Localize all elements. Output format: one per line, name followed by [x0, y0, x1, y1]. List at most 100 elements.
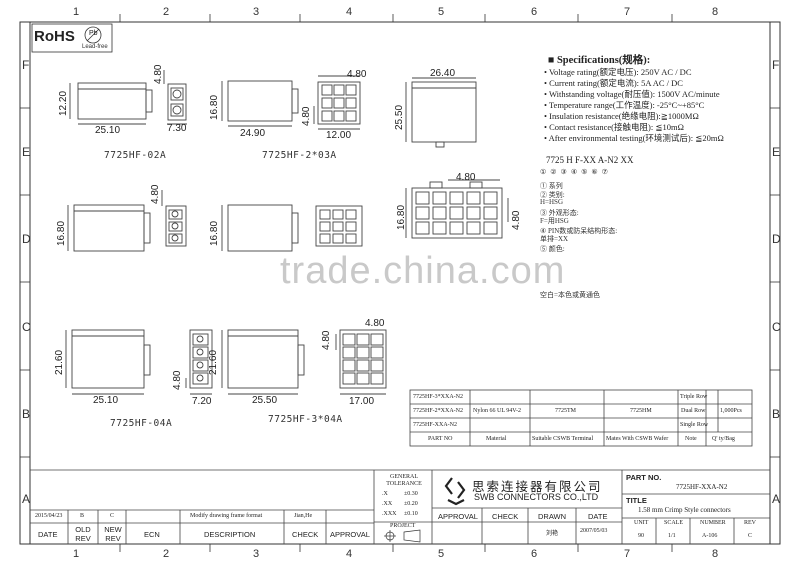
caption-7725hf-04a: 7725HF-04A — [110, 418, 173, 429]
bom-note-label: Note — [685, 436, 697, 442]
grid-col-6: 6 — [531, 6, 538, 18]
tolerance-xxx-value: ±0.10 — [404, 511, 418, 517]
grid-row-e-right: E — [772, 145, 781, 159]
bom-part-single: 7725HF-XXA-N2 — [413, 422, 457, 428]
grid-row-a: A — [22, 492, 31, 506]
bom-row-triple: Triple Row — [680, 394, 708, 400]
bom-wafer: 7725HM — [630, 408, 652, 414]
header-check: CHECK — [292, 530, 319, 539]
spec-title: ■ Specifications(规格): — [548, 55, 651, 66]
spec-contact: • Contact resistance(接触电阻): ≦10mΩ — [544, 122, 684, 132]
bom-material: Nylon 66 UL 94V-2 — [473, 408, 522, 414]
tolerance-title: GENERAL TOLERANCE — [386, 474, 422, 487]
dim-304a-side: 4.80 — [321, 330, 332, 350]
dim-304a-width: 25.50 — [252, 395, 278, 406]
grid-col-8-bottom: 8 — [712, 548, 719, 560]
label-approval: APPROVAL — [438, 512, 478, 521]
rev-old: B — [80, 513, 85, 519]
grid-row-d-right: D — [772, 232, 781, 246]
label-date: DATE — [588, 512, 608, 521]
header-description: DESCRIPTION — [204, 530, 256, 539]
dim-top-view-width: 26.40 — [430, 68, 456, 79]
dim-02a-height: 12.20 — [58, 90, 69, 116]
rohs-label: RoHS — [34, 28, 75, 45]
pn-note-6: ④ PIN数或防呆结构形态: — [540, 227, 618, 235]
dim-203a2-height: 16.80 — [209, 220, 220, 246]
bom-terminal-label: Suitable CSWB Terminal — [532, 436, 594, 442]
grid-col-2: 2 — [163, 6, 170, 18]
tolerance-xx: .XX — [382, 501, 393, 507]
pn-note-1: ① 系列 — [540, 182, 563, 190]
grid-row-a-right: A — [772, 492, 781, 506]
caption-7725hf-02a: 7725HF-02A — [104, 150, 167, 161]
drawn-by: 刘艳 — [546, 531, 559, 537]
dim-503-height: 16.80 — [396, 204, 407, 230]
dim-503-pitch: 4.80 — [456, 172, 476, 183]
bom-part-no-label: PART NO — [428, 436, 453, 442]
spec-current: • Current rating(额定电流): 5A AC / DC — [544, 78, 683, 88]
rev-description: Modify drawing frame format — [190, 513, 263, 519]
grid-row-c: C — [22, 320, 31, 334]
dim-304a-bottom: 17.00 — [349, 396, 375, 407]
tolerance-x: .X — [382, 491, 388, 497]
company-name-cn: 思索连接器有限公司 — [472, 479, 603, 494]
label-drawn: DRAWN — [538, 512, 567, 521]
label-rev: REV — [744, 520, 756, 526]
value-scale: 1/1 — [668, 533, 676, 539]
grid-row-f-right: F — [772, 58, 780, 72]
grid-col-3-bottom: 3 — [253, 548, 260, 560]
bom-terminal: 7725TM — [555, 408, 576, 414]
projection-label: PROJECT — [390, 523, 416, 529]
part-number-code: 7725 H F-XX A-N2 XX — [546, 155, 634, 165]
grid-row-f: F — [22, 58, 30, 72]
grid-col-2-bottom: 2 — [163, 548, 170, 560]
label-part-no: PART NO. — [626, 473, 662, 482]
grid-col-3: 3 — [253, 6, 260, 18]
bom-qty: 1,000Pcs — [720, 408, 742, 414]
part-number-digits: ①②③④⑤⑥⑦ — [540, 168, 612, 176]
dim-top-view-height: 25.50 — [394, 104, 405, 130]
dim-02a-pitch: 4.80 — [153, 64, 164, 84]
value-rev: C — [748, 533, 753, 539]
spec-temperature: • Temperature range(工作温度): -25°C~+85°C — [544, 100, 705, 110]
dim-304a-height: 21.60 — [208, 349, 219, 375]
tolerance-xx-value: ±0.20 — [404, 501, 418, 507]
grid-col-1: 1 — [73, 6, 80, 18]
bom-wafer-label: Mates With CSWB Wafer — [606, 436, 669, 442]
grid-row-b: B — [22, 407, 31, 421]
dim-203a-pitch: 4.80 — [347, 69, 367, 80]
dim-203a-width: 24.90 — [240, 128, 266, 139]
watermark: trade.china.com — [280, 250, 566, 292]
spec-after-env: • After environmental testing(环境测试后): ≦2… — [544, 133, 724, 143]
grid-row-c-right: C — [772, 320, 781, 334]
lead-free-label: Lead-free — [82, 44, 108, 50]
grid-col-5-bottom: 5 — [438, 548, 445, 560]
tolerance-x-value: ±0.30 — [404, 491, 418, 497]
bom-qty-label: Q' ty/Bag — [712, 436, 735, 442]
header-date: DATE — [38, 530, 58, 539]
pn-note-color: 空白=本色或黄通色 — [540, 291, 600, 299]
dim-503-side: 4.80 — [511, 210, 522, 230]
rev-check: Jian,He — [294, 513, 313, 519]
grid-col-4-bottom: 4 — [346, 548, 353, 560]
label-title: TITLE — [626, 496, 647, 505]
dim-02a-bottom: 7.30 — [167, 123, 187, 134]
bom-material-label: Material — [486, 436, 507, 442]
dim-02a-width: 25.10 — [95, 125, 121, 136]
grid-col-4: 4 — [346, 6, 353, 18]
drawn-date: 2007/05/03 — [580, 528, 608, 534]
grid-col-5: 5 — [438, 6, 445, 18]
caption-7725hf-2x03a: 7725HF-2*03A — [262, 150, 337, 161]
grid-col-7: 7 — [624, 6, 631, 18]
pn-note-2: ② 类别: — [540, 191, 565, 199]
bom-row-dual: Dual Row — [681, 408, 706, 414]
grid-col-6-bottom: 6 — [531, 548, 538, 560]
grid-row-e: E — [22, 145, 31, 159]
bom-part-dual: 7725HF-2*XXA-N2 — [413, 408, 463, 414]
label-number: NUMBER — [700, 520, 726, 526]
pb-free-icon: Pb — [89, 30, 98, 37]
label-unit: UNIT — [634, 520, 649, 526]
rev-date: 2015/04/23 — [35, 513, 63, 519]
dim-203a-bottom: 12.00 — [326, 130, 352, 141]
rev-new: C — [110, 513, 115, 519]
